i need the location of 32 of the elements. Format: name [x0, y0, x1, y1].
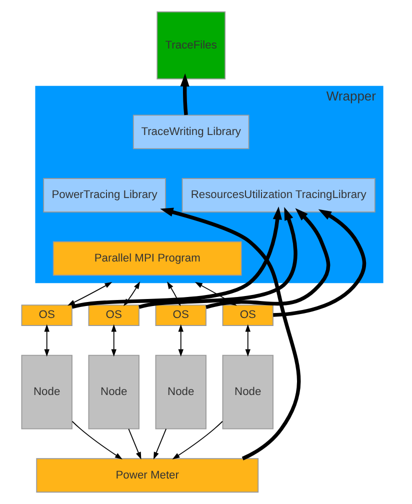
arrow: [178, 324, 184, 357]
node-box: ResourcesUtilization TracingLibrary: [182, 178, 376, 212]
arrow: [172, 420, 223, 460]
node-box: OS: [88, 304, 140, 326]
arrow: [245, 324, 250, 357]
node-box: OS: [155, 304, 206, 326]
arrow: [194, 282, 237, 306]
arrow: [160, 208, 301, 460]
arrow: [72, 420, 122, 460]
node-box: Node: [155, 354, 206, 430]
node-box: Node: [222, 354, 274, 430]
node-box: TraceWriting Library: [132, 114, 250, 150]
arrow: [167, 282, 181, 306]
arrow: [180, 73, 190, 116]
arrow: [138, 207, 298, 309]
node-box: TraceFiles: [156, 11, 226, 80]
node-box: Parallel MPI Program: [52, 241, 242, 276]
arrow: [128, 428, 142, 460]
node-box: Node: [21, 354, 72, 430]
arrow: [206, 208, 330, 309]
node-box: OS: [222, 304, 274, 326]
node-box: OS: [21, 304, 72, 326]
arrow: [273, 209, 366, 317]
arrow: [154, 428, 167, 460]
arrow: [44, 324, 50, 357]
node-box: PowerTracing Library: [43, 178, 166, 212]
node-box: Node: [88, 354, 140, 430]
arrow: [72, 206, 282, 309]
node-box: Power Meter: [36, 458, 259, 493]
arrow: [68, 282, 112, 306]
arrow: [124, 282, 140, 306]
arrow: [111, 324, 116, 357]
